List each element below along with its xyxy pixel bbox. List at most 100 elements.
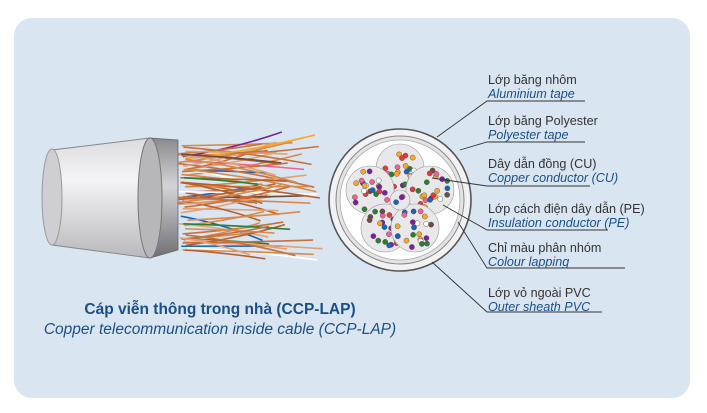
wire-strand	[181, 153, 282, 164]
wire-strand	[182, 239, 313, 244]
label-en: Insulation conductor (PE)	[488, 216, 630, 230]
insulated-conductor	[410, 231, 416, 238]
label-colour-lapping: Chỉ màu phân nhóm Colour lapping	[488, 241, 601, 269]
insulated-conductor	[396, 151, 402, 158]
insulated-conductor	[410, 208, 417, 215]
insulated-conductor	[393, 199, 399, 205]
wire-strand	[184, 177, 259, 186]
insulated-conductor	[433, 171, 440, 177]
wire-strand	[179, 236, 251, 256]
wire-strand	[181, 225, 269, 240]
insulated-conductor	[423, 221, 430, 227]
label-en: Aluminium tape	[488, 87, 575, 101]
insulated-conductor	[377, 220, 383, 227]
wire-strand	[187, 211, 301, 221]
insulated-conductor	[409, 186, 416, 193]
insulated-conductor	[427, 196, 433, 203]
insulated-conductor	[360, 168, 367, 175]
insulated-conductor	[388, 171, 395, 178]
label-copper-conductor: Dây dẫn đồng (CU) Copper conductor (CU)	[488, 157, 618, 185]
insulated-conductor	[402, 163, 409, 169]
insulated-conductor	[424, 240, 430, 247]
label-aluminium-tape: Lớp băng nhôm Aluminium tape	[488, 73, 577, 101]
insulated-conductor	[361, 206, 368, 212]
insulated-conductor	[428, 221, 434, 228]
insulated-conductor	[437, 196, 444, 202]
insulated-conductor	[414, 220, 421, 227]
insulated-conductor	[421, 192, 428, 199]
conductor-groups	[345, 143, 455, 253]
label-vi: Chỉ màu phân nhóm	[488, 241, 602, 255]
insulated-conductor	[393, 171, 400, 177]
insulated-conductor	[409, 219, 416, 225]
wire-strand	[182, 195, 253, 204]
label-outer-sheath: Lớp vỏ ngoài PVC Outer sheath PVC	[488, 286, 591, 314]
insulated-conductor	[423, 235, 430, 241]
insulated-conductor	[366, 168, 373, 175]
wire-strand	[178, 184, 282, 204]
insulated-conductor	[361, 182, 368, 189]
wire-strand	[178, 162, 315, 188]
wire-strand	[185, 160, 304, 171]
insulated-conductor	[394, 164, 401, 170]
insulated-conductor	[409, 154, 416, 161]
wire-strand	[185, 158, 297, 184]
insulated-conductor	[366, 217, 373, 223]
insulated-conductor	[386, 242, 393, 249]
insulated-conductor	[382, 239, 389, 245]
wire-strand	[183, 146, 312, 166]
insulated-conductor	[398, 194, 405, 201]
insulated-conductor	[394, 233, 401, 239]
insulated-conductor	[394, 223, 401, 230]
insulated-conductor	[382, 165, 389, 172]
wire-strand	[184, 168, 317, 193]
insulated-conductor	[353, 180, 360, 186]
wire-strand	[180, 190, 277, 214]
label-vi: Lớp vỏ ngoài PVC	[488, 286, 591, 300]
insulated-conductor	[444, 191, 450, 198]
insulated-conductor	[381, 224, 388, 230]
insulated-conductor	[379, 208, 386, 215]
insulated-conductor	[416, 231, 423, 237]
insulated-conductor	[411, 224, 417, 231]
label-vi: Lớp cách điện dây dẫn (PE)	[488, 202, 645, 216]
insulated-conductor	[421, 213, 428, 220]
label-en: Outer sheath PVC	[488, 300, 591, 314]
insulated-conductor	[415, 187, 422, 194]
label-en: Polyester tape	[488, 128, 569, 142]
insulated-conductor	[372, 208, 378, 215]
insulated-conductor	[376, 188, 383, 195]
wire-strand	[181, 181, 263, 205]
wire-strand	[178, 143, 262, 155]
insulated-conductor	[403, 168, 410, 175]
insulated-conductor	[434, 187, 441, 194]
label-vi: Lớp băng Polyester	[488, 114, 598, 128]
insulated-conductor	[370, 233, 377, 239]
insulated-conductor	[386, 212, 393, 218]
copper-wire-bundle	[177, 131, 323, 261]
insulated-conductor	[423, 179, 430, 185]
insulated-conductor	[426, 170, 433, 177]
caption-title-en: Copper telecommunication inside cable (C…	[43, 321, 397, 338]
wire-strand	[183, 222, 291, 231]
wire-strand	[185, 234, 296, 257]
wire-strand	[184, 249, 266, 260]
insulated-conductor	[430, 192, 437, 198]
insulated-conductor	[358, 177, 365, 184]
insulated-conductor	[352, 199, 359, 206]
wire-strand	[182, 200, 261, 222]
insulated-conductor	[409, 244, 415, 250]
label-en: Copper conductor (CU)	[488, 171, 619, 185]
label-vi: Dây dẫn đồng (CU)	[488, 157, 597, 171]
conductor-group	[389, 189, 411, 211]
insulated-conductor	[399, 155, 405, 161]
insulated-conductor	[369, 179, 375, 185]
insulated-conductor	[352, 194, 358, 200]
insulated-conductor	[375, 237, 382, 244]
insulated-conductor	[403, 237, 410, 244]
insulated-conductor	[384, 197, 390, 203]
label-polyester-tape: Lớp băng Polyester Polyester tape	[488, 114, 598, 142]
insulated-conductor	[417, 208, 424, 215]
wire-strand	[185, 227, 275, 234]
